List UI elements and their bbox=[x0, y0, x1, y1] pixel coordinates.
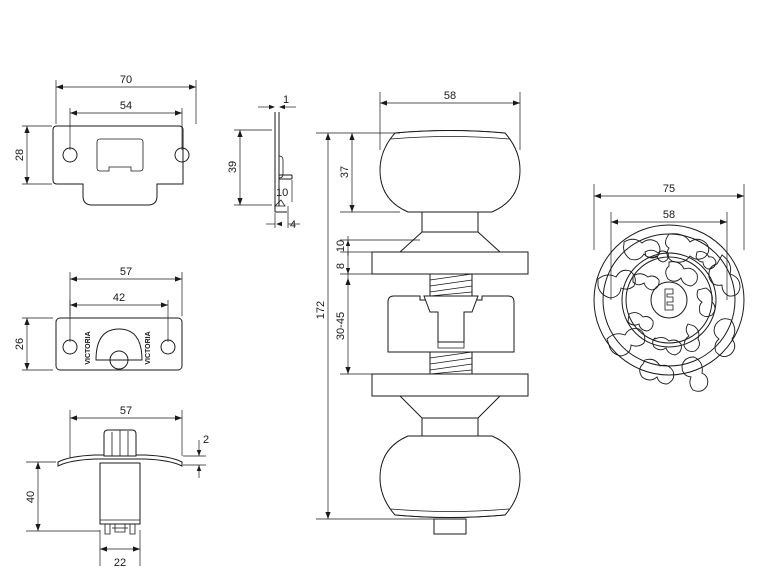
dimension-70: 70 bbox=[55, 74, 197, 124]
latch-flange bbox=[57, 454, 183, 467]
dim-label-75: 75 bbox=[663, 183, 675, 195]
strike-plate-cutout bbox=[96, 138, 144, 172]
dim-label-57-latch: 57 bbox=[120, 405, 132, 417]
dim-label-2: 2 bbox=[203, 434, 209, 446]
dimension-4: 4 bbox=[266, 206, 300, 231]
latch-prong-1 bbox=[104, 524, 111, 535]
dimension-40: 40 bbox=[25, 461, 100, 532]
dim-label-8: 8 bbox=[335, 263, 347, 269]
dimension-58-rosette: 58 bbox=[610, 209, 728, 300]
dimension-42: 42 bbox=[69, 292, 169, 342]
lower-knob-seam-1 bbox=[390, 508, 510, 512]
dim-label-172: 172 bbox=[315, 301, 327, 319]
dim-label-4: 4 bbox=[290, 219, 296, 231]
dimension-54: 54 bbox=[69, 100, 183, 150]
dimension-28: 28 bbox=[14, 125, 52, 185]
dim-label-26: 26 bbox=[14, 338, 26, 350]
dim-label-58-knob: 58 bbox=[444, 90, 456, 102]
dim-label-30-45: 30-45 bbox=[335, 312, 347, 340]
upper-knob-skirt bbox=[398, 231, 502, 253]
lower-rose-plate bbox=[371, 373, 529, 397]
dimension-57-latch: 57 bbox=[69, 405, 183, 458]
escutcheon-ornament-text-left: VICTORIA bbox=[85, 331, 92, 364]
dimension-26: 26 bbox=[14, 317, 53, 371]
dimension-8: 8 bbox=[335, 252, 372, 278]
latch-plunger-foot bbox=[437, 342, 465, 349]
dim-label-22: 22 bbox=[114, 557, 126, 569]
dimension-10-assembly: 10 bbox=[335, 236, 420, 256]
side-plate-bump bbox=[278, 155, 284, 179]
dimension-2: 2 bbox=[183, 434, 209, 478]
lower-knob-neck bbox=[421, 417, 479, 437]
dim-label-28: 28 bbox=[14, 149, 26, 161]
upper-knob-top-seam-1 bbox=[394, 130, 506, 134]
dim-label-1: 1 bbox=[283, 94, 289, 106]
dim-label-54: 54 bbox=[120, 100, 132, 112]
rosette-outer-circle bbox=[593, 224, 745, 376]
dim-label-42: 42 bbox=[113, 292, 125, 304]
dim-label-10-side: 10 bbox=[276, 187, 288, 199]
latch-prong-3 bbox=[129, 524, 136, 535]
dimension-58-knob: 58 bbox=[379, 90, 521, 150]
dimension-57-escutcheon: 57 bbox=[69, 266, 183, 316]
dim-label-70: 70 bbox=[120, 74, 132, 86]
view-escutcheon-front: VICTORIA VICTORIA 57 42 26 bbox=[14, 266, 183, 371]
dim-label-10-assembly: 10 bbox=[335, 240, 347, 252]
lower-knob-seam-2 bbox=[394, 514, 506, 518]
view-strike-plate-front: 70 54 28 bbox=[14, 74, 197, 206]
upper-rose-plate bbox=[371, 251, 529, 275]
lower-knob-skirt bbox=[398, 395, 502, 419]
upper-knob-body bbox=[379, 130, 521, 213]
dim-label-57-escutcheon: 57 bbox=[120, 266, 132, 278]
dim-label-58-rosette: 58 bbox=[663, 209, 675, 221]
view-knob-assembly: 58 37 10 8 bbox=[315, 90, 529, 535]
dimension-37: 37 bbox=[339, 132, 400, 213]
dimension-75: 75 bbox=[593, 183, 745, 250]
rosette-keyway-glyph bbox=[664, 288, 674, 311]
escutcheon-keyway-arc bbox=[95, 328, 143, 361]
dimension-172: 172 bbox=[315, 132, 436, 520]
dimension-1: 1 bbox=[258, 94, 296, 110]
dim-label-37: 37 bbox=[339, 166, 351, 178]
upper-knob-neck bbox=[421, 211, 479, 233]
upper-knob-top-seam-2 bbox=[390, 136, 510, 140]
side-plate-lip bbox=[274, 199, 286, 207]
rosette-center-hole bbox=[650, 281, 688, 319]
rosette-mid-circle bbox=[621, 252, 717, 348]
escutcheon-outline bbox=[55, 317, 183, 371]
view-decorative-rosette: 75 58 bbox=[593, 183, 745, 392]
dimension-10-side: 10 bbox=[276, 180, 293, 202]
escutcheon-keyway-hole bbox=[109, 350, 129, 370]
lower-knob-body bbox=[379, 435, 521, 518]
dim-label-40: 40 bbox=[25, 491, 37, 503]
dimension-22: 22 bbox=[99, 530, 141, 569]
dim-label-39: 39 bbox=[227, 161, 239, 173]
dimension-39: 39 bbox=[227, 129, 272, 206]
dimension-30-45: 30-45 bbox=[335, 278, 372, 375]
latch-body-outline bbox=[99, 462, 141, 525]
lower-knob-stub bbox=[433, 518, 467, 535]
view-strike-plate-side: 1 39 10 4 bbox=[227, 94, 300, 231]
view-latch-body-side: 57 2 40 22 bbox=[25, 405, 209, 569]
rosette-inner-ornament bbox=[627, 249, 717, 356]
escutcheon-ornament-text-right: VICTORIA bbox=[145, 331, 152, 364]
strike-plate-outline bbox=[52, 125, 184, 206]
